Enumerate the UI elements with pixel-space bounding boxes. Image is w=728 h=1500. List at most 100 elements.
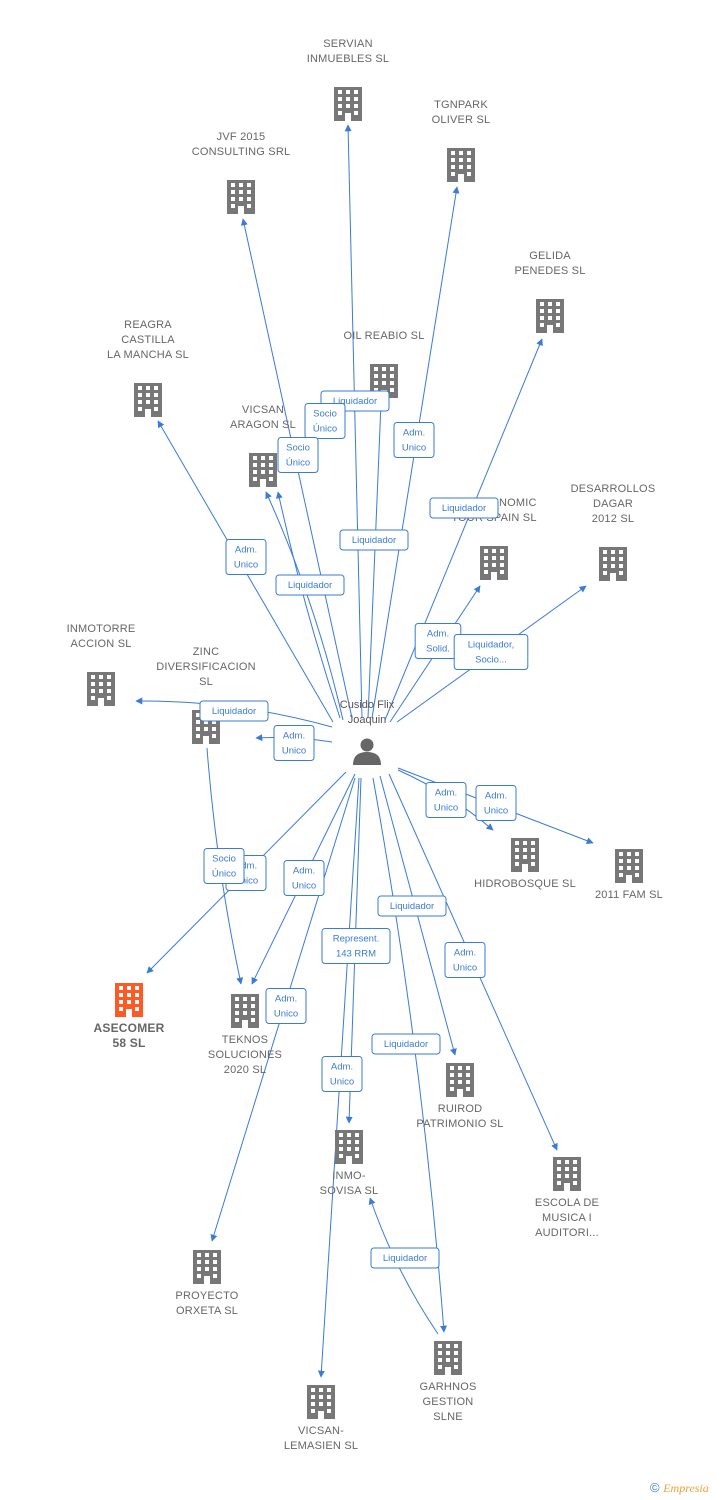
company-name: INMO- <box>332 1170 366 1182</box>
edge-label-p-oil[interactable]: Liquidador <box>339 529 409 551</box>
company-name: PROYECTO <box>175 1290 238 1302</box>
company-name: OIL REABIO SL <box>343 330 424 342</box>
edge-label-text: Socio... <box>475 655 507 666</box>
building-icon <box>193 1250 221 1284</box>
company-node-fam[interactable]: 2011 FAM SL <box>595 849 663 901</box>
company-name: ASECOMER <box>94 1021 165 1035</box>
edge-label-text: Socio <box>212 854 236 865</box>
footer-brand[interactable]: © Empresia <box>650 1480 709 1496</box>
edge-label-text: Liquidador <box>390 901 434 912</box>
edge-label-p-ruirod[interactable]: Liquidador <box>371 1033 441 1055</box>
edge-label-text: Liquidador <box>212 706 256 717</box>
edge-label-p-inmosovisa[interactable]: Represent.143 RRM <box>321 928 391 964</box>
edge-label-text: Represent. <box>333 934 379 945</box>
building-icon <box>115 983 143 1017</box>
building-icon <box>249 453 277 487</box>
company-node-lemasien[interactable]: VICSAN- LEMASIEN SL <box>284 1385 358 1452</box>
edge-label-p-hidrobosque[interactable]: Adm.Unico <box>425 782 467 818</box>
edge-label-p-teknos[interactable]: Adm.Unico <box>283 860 325 896</box>
edge-label-p-gastronomic[interactable]: Adm.Solid. <box>414 623 462 659</box>
edge-label-p-dagar[interactable]: Liquidador, Socio... <box>453 634 529 670</box>
edge-label-text: Único <box>286 458 310 469</box>
edge-label-p-reagra[interactable]: Adm.Unico <box>225 539 267 575</box>
company-name: INMUEBLES SL <box>307 53 389 65</box>
company-name: SL <box>199 676 213 688</box>
company-name: 2020 SL <box>224 1064 266 1076</box>
company-node-oil[interactable]: OIL REABIO SL <box>343 330 424 398</box>
edge-label-text: Adm. <box>283 731 305 742</box>
company-name: REAGRA <box>124 319 172 331</box>
company-name: SLNE <box>433 1411 463 1423</box>
edge-label-p-gelida[interactable]: Liquidador <box>429 497 499 519</box>
company-name: MUSICA I <box>542 1212 592 1224</box>
company-name: SOVISA SL <box>320 1185 379 1197</box>
edge-label-p-fam[interactable]: Adm. Unico <box>475 785 517 821</box>
edge-label-text: Adm. <box>485 791 507 802</box>
company-name: ACCION SL <box>70 638 131 650</box>
edge-label-text: Liquidador, <box>468 640 514 651</box>
edge-label-text: Unico <box>274 1009 298 1020</box>
person-name: Cusido Flix <box>340 699 395 711</box>
edge-label-text: Liquidador <box>333 396 377 407</box>
edge-label-text: Unico <box>434 803 458 814</box>
brand-logo-text: Empresia <box>663 1481 709 1495</box>
edge-label-p-vicsanaragon[interactable]: Liquidador <box>275 574 345 596</box>
building-icon <box>480 546 508 580</box>
company-name: ARAGON SL <box>230 419 296 431</box>
edge-label-p-escola[interactable]: Adm.Unico <box>444 942 486 978</box>
edge-label-text: Único <box>212 869 236 880</box>
company-name: VICSAN- <box>298 1425 344 1437</box>
building-icon <box>231 994 259 1028</box>
company-name: DESARROLLOS <box>571 483 656 495</box>
edge-label-p-garhnos[interactable]: Liquidador <box>377 895 447 917</box>
edge-label-text: Adm. <box>293 866 315 877</box>
company-name: SERVIAN <box>323 38 373 50</box>
edge-label-text: Liquidador <box>384 1039 428 1050</box>
company-name: LA MANCHA SL <box>107 349 189 361</box>
edge-label-garhnos-inmosovisa[interactable]: Liquidador <box>370 1247 440 1269</box>
company-name: VICSAN <box>242 404 284 416</box>
building-icon <box>511 838 539 872</box>
company-name: ESCOLA DE <box>535 1197 599 1209</box>
edge-label-p-orxeta[interactable]: Adm. Unico <box>265 988 307 1024</box>
company-node-servian[interactable]: SERVIAN INMUEBLES SL <box>307 38 389 121</box>
edge-label-text: Liquidador <box>288 580 332 591</box>
building-icon <box>615 849 643 883</box>
building-icon <box>599 547 627 581</box>
building-icon <box>134 383 162 417</box>
company-node-vicsanaragon[interactable]: VICSAN ARAGON SL <box>230 404 296 487</box>
edge-label-text: Adm. <box>275 994 297 1005</box>
company-node-inmosovisa[interactable]: INMO- SOVISA SL <box>320 1130 379 1197</box>
edge-label-text: Unico <box>402 443 426 454</box>
edge-label-p-zinc[interactable]: Adm.Unico <box>273 725 315 761</box>
edge-label-p-inmotorre[interactable]: Liquidador <box>199 700 269 722</box>
edge-label-p-lemasien[interactable]: Adm.Unico <box>321 1056 363 1092</box>
company-node-hidrobosque[interactable]: HIDROBOSQUE SL <box>474 838 576 890</box>
edge-label-text: Adm. <box>427 629 449 640</box>
edge-label-text: Adm. <box>235 861 257 872</box>
edge-label-text: Unico <box>484 806 508 817</box>
edge-label-text: Liquidador <box>352 535 396 546</box>
building-icon <box>227 180 255 214</box>
company-name: LEMASIEN SL <box>284 1440 358 1452</box>
edge-label-p-tgnpark[interactable]: Adm.Unico <box>393 422 435 458</box>
company-name: CONSULTING SRL <box>192 146 291 158</box>
company-name: 2011 FAM SL <box>595 889 663 901</box>
